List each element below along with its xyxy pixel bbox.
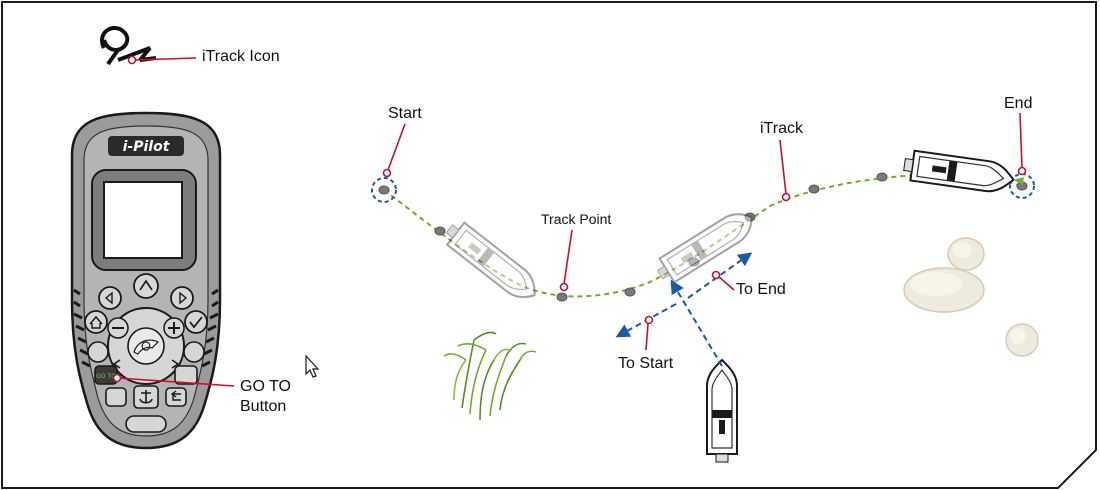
approach-arrow xyxy=(670,279,723,367)
track-point xyxy=(624,287,636,297)
boat-faded-1 xyxy=(445,221,536,299)
itrack-callout xyxy=(779,139,787,195)
track-point xyxy=(876,172,888,182)
itrack-icon-callout xyxy=(133,57,197,61)
end-label: End xyxy=(1004,95,1032,112)
track-point xyxy=(744,212,756,222)
track-points xyxy=(378,172,1028,302)
check-icon xyxy=(184,310,208,334)
to-end-label: To End xyxy=(736,281,786,298)
to-start-callout-dot xyxy=(644,315,654,325)
go-to-button-label-line2: Button xyxy=(240,398,286,415)
go-to-button-label-line1: GO TO xyxy=(240,378,291,395)
track-point-callout-dot xyxy=(559,282,569,292)
start-marker xyxy=(371,177,397,203)
remote-screen xyxy=(103,181,183,259)
remote-control: i-Pilot xyxy=(70,111,222,450)
to-end-callout-dot xyxy=(711,270,721,280)
vegetation xyxy=(443,331,537,421)
plus-icon xyxy=(163,317,185,339)
start-label: Start xyxy=(388,105,422,122)
itrack-icon-label: iTrack Icon xyxy=(202,48,280,65)
remote-brand: i-Pilot xyxy=(123,139,171,155)
minus-icon xyxy=(107,317,129,339)
track-point xyxy=(434,226,446,236)
home-icon xyxy=(84,310,108,334)
itrack-icon-callout-dot xyxy=(127,55,137,65)
track-point-label: Track Point xyxy=(541,211,611,227)
mouse-cursor-icon xyxy=(305,354,320,378)
go-to-key: GO TO xyxy=(94,365,118,385)
start-callout-dot xyxy=(382,168,392,178)
track-point xyxy=(808,184,820,194)
track-point xyxy=(688,257,700,267)
go-to-key-label: GO TO xyxy=(96,373,116,380)
end-callout xyxy=(1019,112,1023,169)
boat-at-end xyxy=(903,149,1024,193)
go-to-callout xyxy=(117,377,235,387)
track-point xyxy=(556,292,568,302)
itrack-callout-dot xyxy=(781,192,791,202)
boat-bottom xyxy=(706,358,738,463)
end-callout-dot xyxy=(1017,166,1027,176)
itrack-label: iTrack xyxy=(760,120,804,137)
boat-faded-2 xyxy=(656,213,753,284)
track-point-callout xyxy=(563,229,573,285)
track-point xyxy=(378,185,390,195)
return-icon xyxy=(165,387,187,407)
to-start-label: To Start xyxy=(618,355,674,372)
anchor-icon xyxy=(133,385,159,409)
to-start-callout xyxy=(645,323,649,351)
to-end-arrow xyxy=(687,252,753,299)
go-to-callout-dot xyxy=(112,373,122,383)
rocks xyxy=(903,237,1039,357)
to-end-callout xyxy=(717,275,735,291)
start-callout xyxy=(387,123,406,171)
